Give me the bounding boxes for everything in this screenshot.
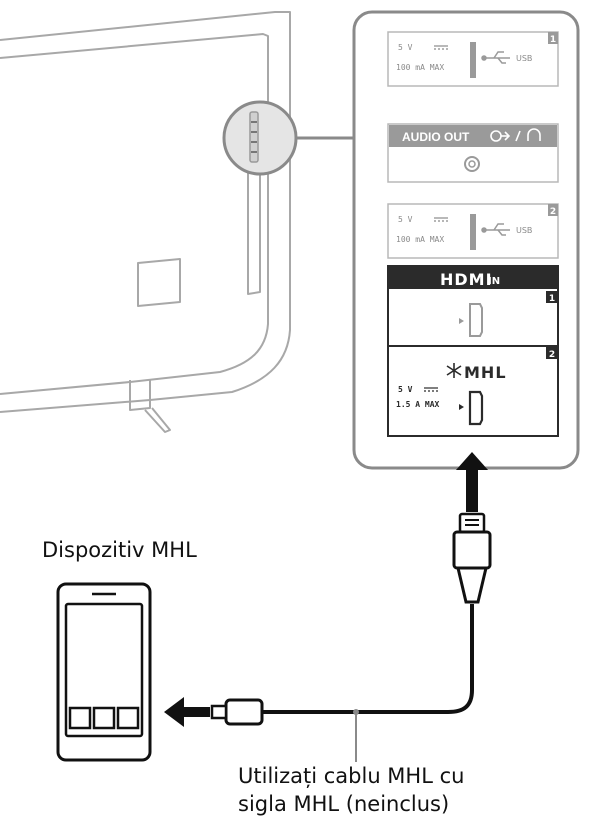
audio-jack-icon — [464, 156, 480, 172]
mhl-socket-icon — [468, 390, 484, 426]
hdmi-logo: HDMI — [440, 270, 493, 289]
mhl-current: 1.5 A MAX — [396, 400, 440, 409]
micro-usb-plug — [210, 698, 264, 726]
usb2-label: USB — [516, 226, 532, 235]
usb2-current: 100 mA MAX — [396, 235, 444, 244]
audio-out-port: AUDIO OUT — [387, 123, 559, 183]
hdmi-in-label: IN — [488, 276, 500, 287]
mhl-port-number: 2 — [549, 350, 555, 360]
usb1-usb-icon — [481, 51, 510, 64]
tv-back-outline — [0, 11, 291, 433]
mhl-voltage: 5 V — [398, 385, 413, 394]
usb1-voltage: 5 V — [398, 43, 413, 52]
mhl-hdmi-port-2: 2 MHL 5 V 1.5 A MAX — [387, 345, 559, 437]
headphone-output-icon — [490, 128, 541, 142]
usb1-current: 100 mA MAX — [396, 63, 444, 72]
hdmi-plug — [452, 512, 492, 604]
hdmi-arrow-icon — [459, 318, 464, 324]
zoom-circle — [222, 100, 298, 176]
mhl-cable — [262, 604, 474, 714]
usb1-label: USB — [516, 54, 532, 63]
cable-note-line1: Utilizați cablu MHL cu — [238, 764, 465, 788]
device-label: Dispozitiv MHL — [42, 538, 197, 562]
mhl-arrow-icon — [459, 404, 464, 410]
usb1-port-number: 1 — [550, 35, 556, 45]
usb-port-2: 2 5 V 100 mA MAX USB — [387, 203, 559, 259]
insert-arrow-up — [456, 452, 488, 512]
cable-note-line2: sigla MHL (neinclus) — [238, 792, 450, 816]
insert-arrow-left — [164, 697, 210, 727]
hdmi-port-number: 1 — [549, 294, 555, 304]
usb2-port-number: 2 — [550, 207, 556, 217]
usb2-voltage: 5 V — [398, 215, 413, 224]
audio-out-label: AUDIO OUT — [402, 130, 470, 144]
mhl-logo-icon — [446, 363, 462, 378]
hdmi-socket-icon — [469, 303, 483, 337]
usb2-usb-icon — [481, 223, 510, 236]
mhl-device-phone — [56, 582, 152, 762]
hdmi-in-port-1: HDMI IN 1 — [387, 265, 559, 349]
usb-port-1: 1 5 V 100 mA MAX USB — [387, 31, 559, 87]
mhl-logo: MHL — [464, 363, 507, 382]
